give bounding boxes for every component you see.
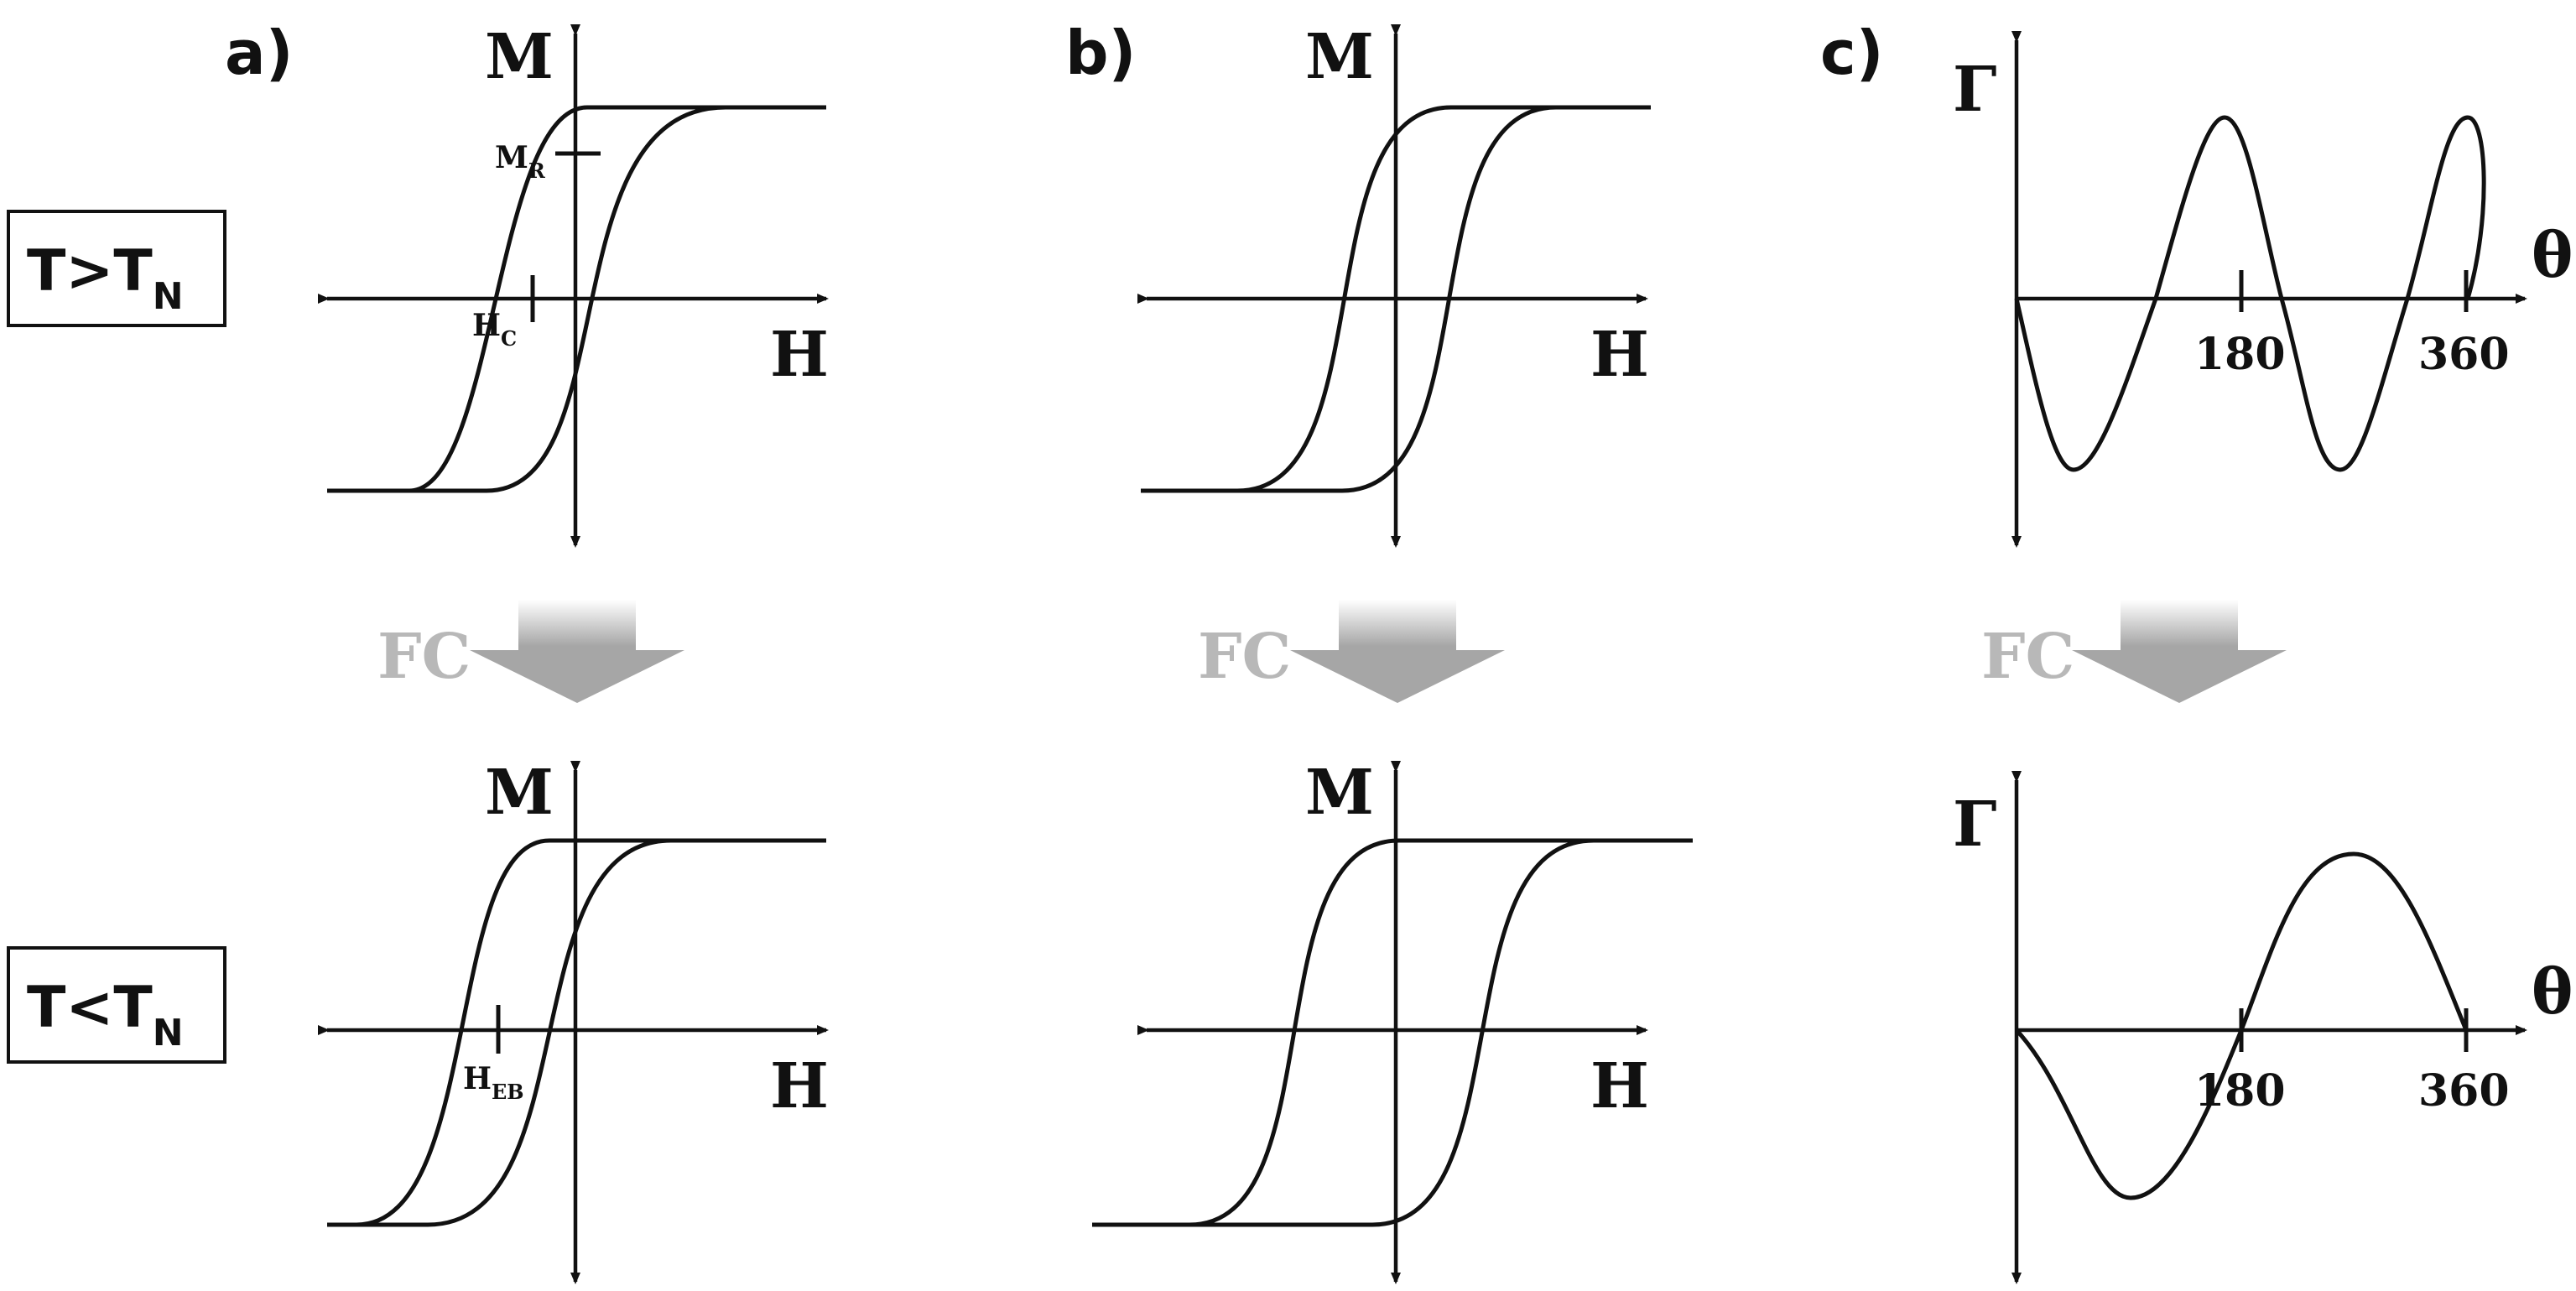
panel-b-bottom: M H <box>1092 757 1693 1284</box>
fc-arrow-panel-c: FC <box>1981 600 2287 703</box>
fc-down-arrow <box>1290 600 1505 703</box>
m-axis-label: M <box>1305 21 1374 93</box>
panel-a-bottom: HEB M H <box>318 757 829 1284</box>
row-label-below-neel-sub: N <box>153 1012 184 1054</box>
hysteresis-upper-branch <box>1092 838 1693 1227</box>
row-label-below-neel-text: T<T <box>27 975 153 1041</box>
hysteresis-lower-branch <box>1092 838 1693 1227</box>
torque-axis-label: Γ <box>1953 54 1997 126</box>
panel-c-bottom: 180 360 Γ θ <box>1953 771 2573 1284</box>
hysteresis-lower-branch <box>1141 105 1651 493</box>
fc-arrow-panel-a: FC <box>377 600 684 703</box>
h-axis-label: H <box>770 319 829 391</box>
hysteresis-upper-branch <box>327 105 826 493</box>
exchange-bias-label: HEB <box>463 1061 524 1104</box>
panel-letter-c: c) <box>1820 18 1884 88</box>
hysteresis-lower-branch <box>327 105 826 493</box>
fc-arrow-panel-b: FC <box>1198 600 1505 703</box>
m-axis-label: M <box>485 757 554 829</box>
remanence-label: MR <box>495 140 546 183</box>
row-label-below-neel: T<TN <box>7 946 226 1064</box>
svg-text:T>TN: T>TN <box>27 238 184 318</box>
svg-text:T<TN: T<TN <box>27 975 184 1054</box>
panel-a-top: MR HC M H <box>318 21 829 548</box>
panel-c-top: 180 360 Γ θ <box>1953 31 2573 548</box>
fc-label: FC <box>1981 621 2074 693</box>
theta-axis-label: θ <box>2532 220 2573 292</box>
row-label-above-neel: T>TN <box>7 210 226 327</box>
theta-tick-label-360: 360 <box>2418 329 2510 380</box>
row-label-above-neel-text: T>T <box>27 238 153 305</box>
hysteresis-lower-branch <box>327 838 826 1227</box>
fc-down-arrow <box>470 600 684 703</box>
fc-down-arrow <box>2072 600 2287 703</box>
theta-tick-label-360: 360 <box>2418 1065 2510 1117</box>
torque-curve <box>2014 115 2486 472</box>
theta-tick-label-180: 180 <box>2194 329 2286 380</box>
m-axis-label: M <box>1305 757 1374 829</box>
fc-label: FC <box>377 621 471 693</box>
torque-axis-label: Γ <box>1953 789 1997 861</box>
panel-letter-b: b) <box>1065 18 1136 88</box>
hysteresis-upper-branch <box>327 838 826 1227</box>
m-axis-label: M <box>485 21 554 93</box>
coercive-label: HC <box>472 308 517 351</box>
row-label-above-neel-sub: N <box>153 275 184 318</box>
hysteresis-upper-branch <box>1141 105 1651 493</box>
panel-b-top: M H <box>1137 21 1651 548</box>
h-axis-label: H <box>1590 319 1649 391</box>
theta-tick-label-180: 180 <box>2194 1065 2286 1117</box>
theta-axis-label: θ <box>2532 956 2573 1028</box>
panel-letter-a: a) <box>225 18 294 88</box>
h-axis-label: H <box>1590 1050 1649 1122</box>
h-axis-label: H <box>770 1050 829 1122</box>
fc-label: FC <box>1198 621 1291 693</box>
